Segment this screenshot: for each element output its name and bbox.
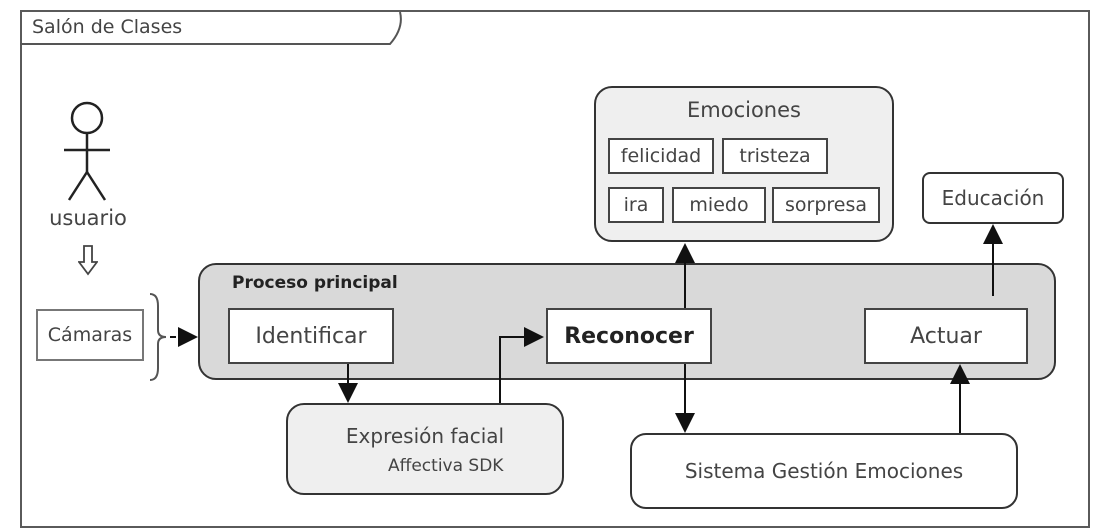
facial-expression-box (286, 403, 564, 495)
recognize-label: Reconocer (564, 323, 694, 349)
facial-expression-subtitle: Affectiva SDK (388, 456, 504, 476)
emotion-tag: felicidad (608, 138, 714, 174)
act-step: Actuar (864, 308, 1028, 364)
emotion-tag: sorpresa (772, 187, 880, 223)
user-actor-icon (64, 101, 110, 201)
identify-label: Identificar (255, 323, 367, 349)
education-box: Educación (922, 172, 1064, 224)
actor-label: usuario (49, 206, 127, 230)
classroom-frame (20, 10, 1090, 528)
ems-label: Sistema Gestión Emociones (684, 459, 964, 483)
down-arrow-icon (78, 245, 98, 276)
recognize-step: Reconocer (546, 308, 712, 364)
facial-expression-title: Expresión facial (345, 424, 505, 448)
emotion-tag: miedo (672, 187, 766, 223)
main-process-label: Proceso principal (232, 273, 398, 293)
cameras-label: Cámaras (47, 324, 133, 346)
emotion-label: sorpresa (784, 194, 868, 216)
frame-title: Salón de Clases (32, 16, 183, 38)
emotion-tag: tristeza (722, 138, 828, 174)
emotion-label: tristeza (739, 145, 811, 167)
emotion-tag: ira (608, 187, 664, 223)
emotion-label: ira (623, 194, 649, 216)
emotions-title: Emociones (687, 98, 801, 122)
frame-tab-shape (20, 11, 402, 45)
cameras-box: Cámaras (36, 309, 144, 361)
cameras-bracket (149, 293, 167, 381)
emotion-label: miedo (689, 194, 749, 216)
emotion-management-system-box: Sistema Gestión Emociones (630, 433, 1018, 509)
emotion-label: felicidad (620, 145, 702, 167)
frame-label-tab: Salón de Clases (20, 10, 404, 46)
act-label: Actuar (910, 323, 982, 349)
identify-step: Identificar (228, 308, 394, 364)
education-label: Educación (941, 186, 1045, 210)
